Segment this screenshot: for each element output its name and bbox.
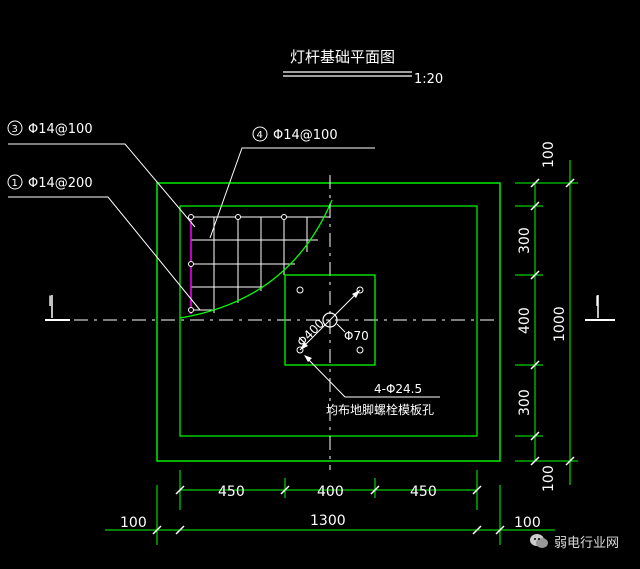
rebar-mesh-nodes (188, 214, 287, 313)
rebar-4-label: Φ14@100 (273, 128, 338, 143)
rebar-4-number: 4 (257, 130, 263, 141)
holes-count-label: 4-Φ24.5 (374, 382, 422, 396)
dim-bottom-right: 450 (410, 484, 437, 500)
center-hole (322, 312, 338, 328)
rebar-1-leader (8, 196, 201, 311)
dim-bottom-edge-right: 100 (514, 515, 541, 531)
mesh-break-curve (179, 199, 333, 319)
watermark: 弱电行业网 (528, 530, 619, 552)
dim-right-400: 400 (517, 307, 533, 334)
foundation-outer-edge (156, 182, 501, 462)
center-hole-label: Φ70 (344, 329, 369, 343)
holes-note-label: 均布地脚螺栓模板孔 (326, 402, 434, 417)
rebar-3-number: 3 (12, 124, 18, 135)
dim-bottom-edge-left: 100 (120, 515, 147, 531)
wechat-icon (530, 534, 548, 548)
bolt-circle-label: Φ400 (294, 316, 327, 349)
drawing-title: 灯杆基础平面图 (290, 48, 395, 66)
rebar-3-label: Φ14@100 (28, 122, 93, 137)
drawing-scale: 1:20 (414, 72, 443, 87)
right-dimension-lines (515, 160, 578, 485)
dim-right-300a: 300 (517, 227, 533, 254)
center-hole-leader (336, 323, 346, 333)
dim-arrow (300, 342, 308, 350)
leader-arrow (304, 355, 312, 362)
rebar-3-marker (7, 120, 23, 136)
rebar-mesh-detail (191, 216, 330, 313)
rebar-1-number: 1 (12, 178, 18, 189)
dim-bottom-total: 1300 (310, 513, 346, 529)
bottom-dimension-lines (105, 470, 555, 545)
right-dim-ticks (530, 178, 575, 466)
rebar-4-leader (209, 147, 375, 239)
rebar-1-label: Φ14@200 (28, 176, 93, 191)
bottom-dim-ticks (152, 485, 505, 535)
dim-right-bottom: 100 (541, 465, 557, 492)
dim-right-top: 100 (541, 141, 557, 168)
bolt-circle-dim-line (299, 289, 361, 351)
dim-right-300b: 300 (517, 389, 533, 416)
rebar-4-marker (252, 126, 268, 142)
center-lines (45, 175, 500, 470)
watermark-text: 弱电行业网 (554, 535, 620, 551)
anchor-plate (284, 274, 376, 366)
anchor-bolt-holes (296, 286, 364, 354)
dim-arrow (352, 290, 360, 298)
dim-bottom-mid: 400 (317, 484, 344, 500)
section-mark-left: I (48, 294, 52, 310)
dim-right-total: 1000 (552, 306, 568, 342)
foundation-inner-edge (179, 205, 478, 437)
dim-bottom-left: 450 (218, 484, 245, 500)
holes-leader (306, 357, 440, 398)
rebar-1-marker (7, 174, 23, 190)
rebar-3-leader (8, 143, 196, 228)
section-mark-right: I (595, 294, 599, 310)
